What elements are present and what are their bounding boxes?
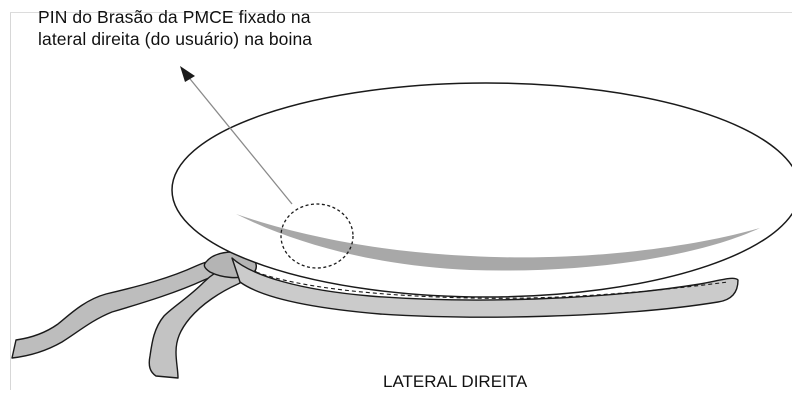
ribbon-right xyxy=(148,264,257,379)
ribbon-left xyxy=(11,257,251,359)
beret-ribbons xyxy=(11,251,257,379)
crown-crease xyxy=(236,214,760,271)
beret-crown xyxy=(171,82,792,298)
pointer-line xyxy=(185,73,293,205)
view-label: LATERAL DIREITA xyxy=(383,372,528,391)
pointer-arrowhead xyxy=(180,66,195,82)
pin-annotation: PIN do Brasão da PMCE fixado na lateral … xyxy=(38,6,478,50)
pin-location-marker xyxy=(280,203,354,269)
frame-top-border xyxy=(10,12,792,13)
beret-band xyxy=(231,257,739,318)
pin-pointer xyxy=(180,66,293,205)
frame-left-border xyxy=(10,12,11,390)
annotation-line-2: lateral direita (do usuário) na boina xyxy=(38,29,313,49)
annotation-line-1: PIN do Brasão da PMCE fixado na xyxy=(38,7,311,27)
band-stitching xyxy=(255,271,729,299)
band-shape xyxy=(231,257,739,318)
